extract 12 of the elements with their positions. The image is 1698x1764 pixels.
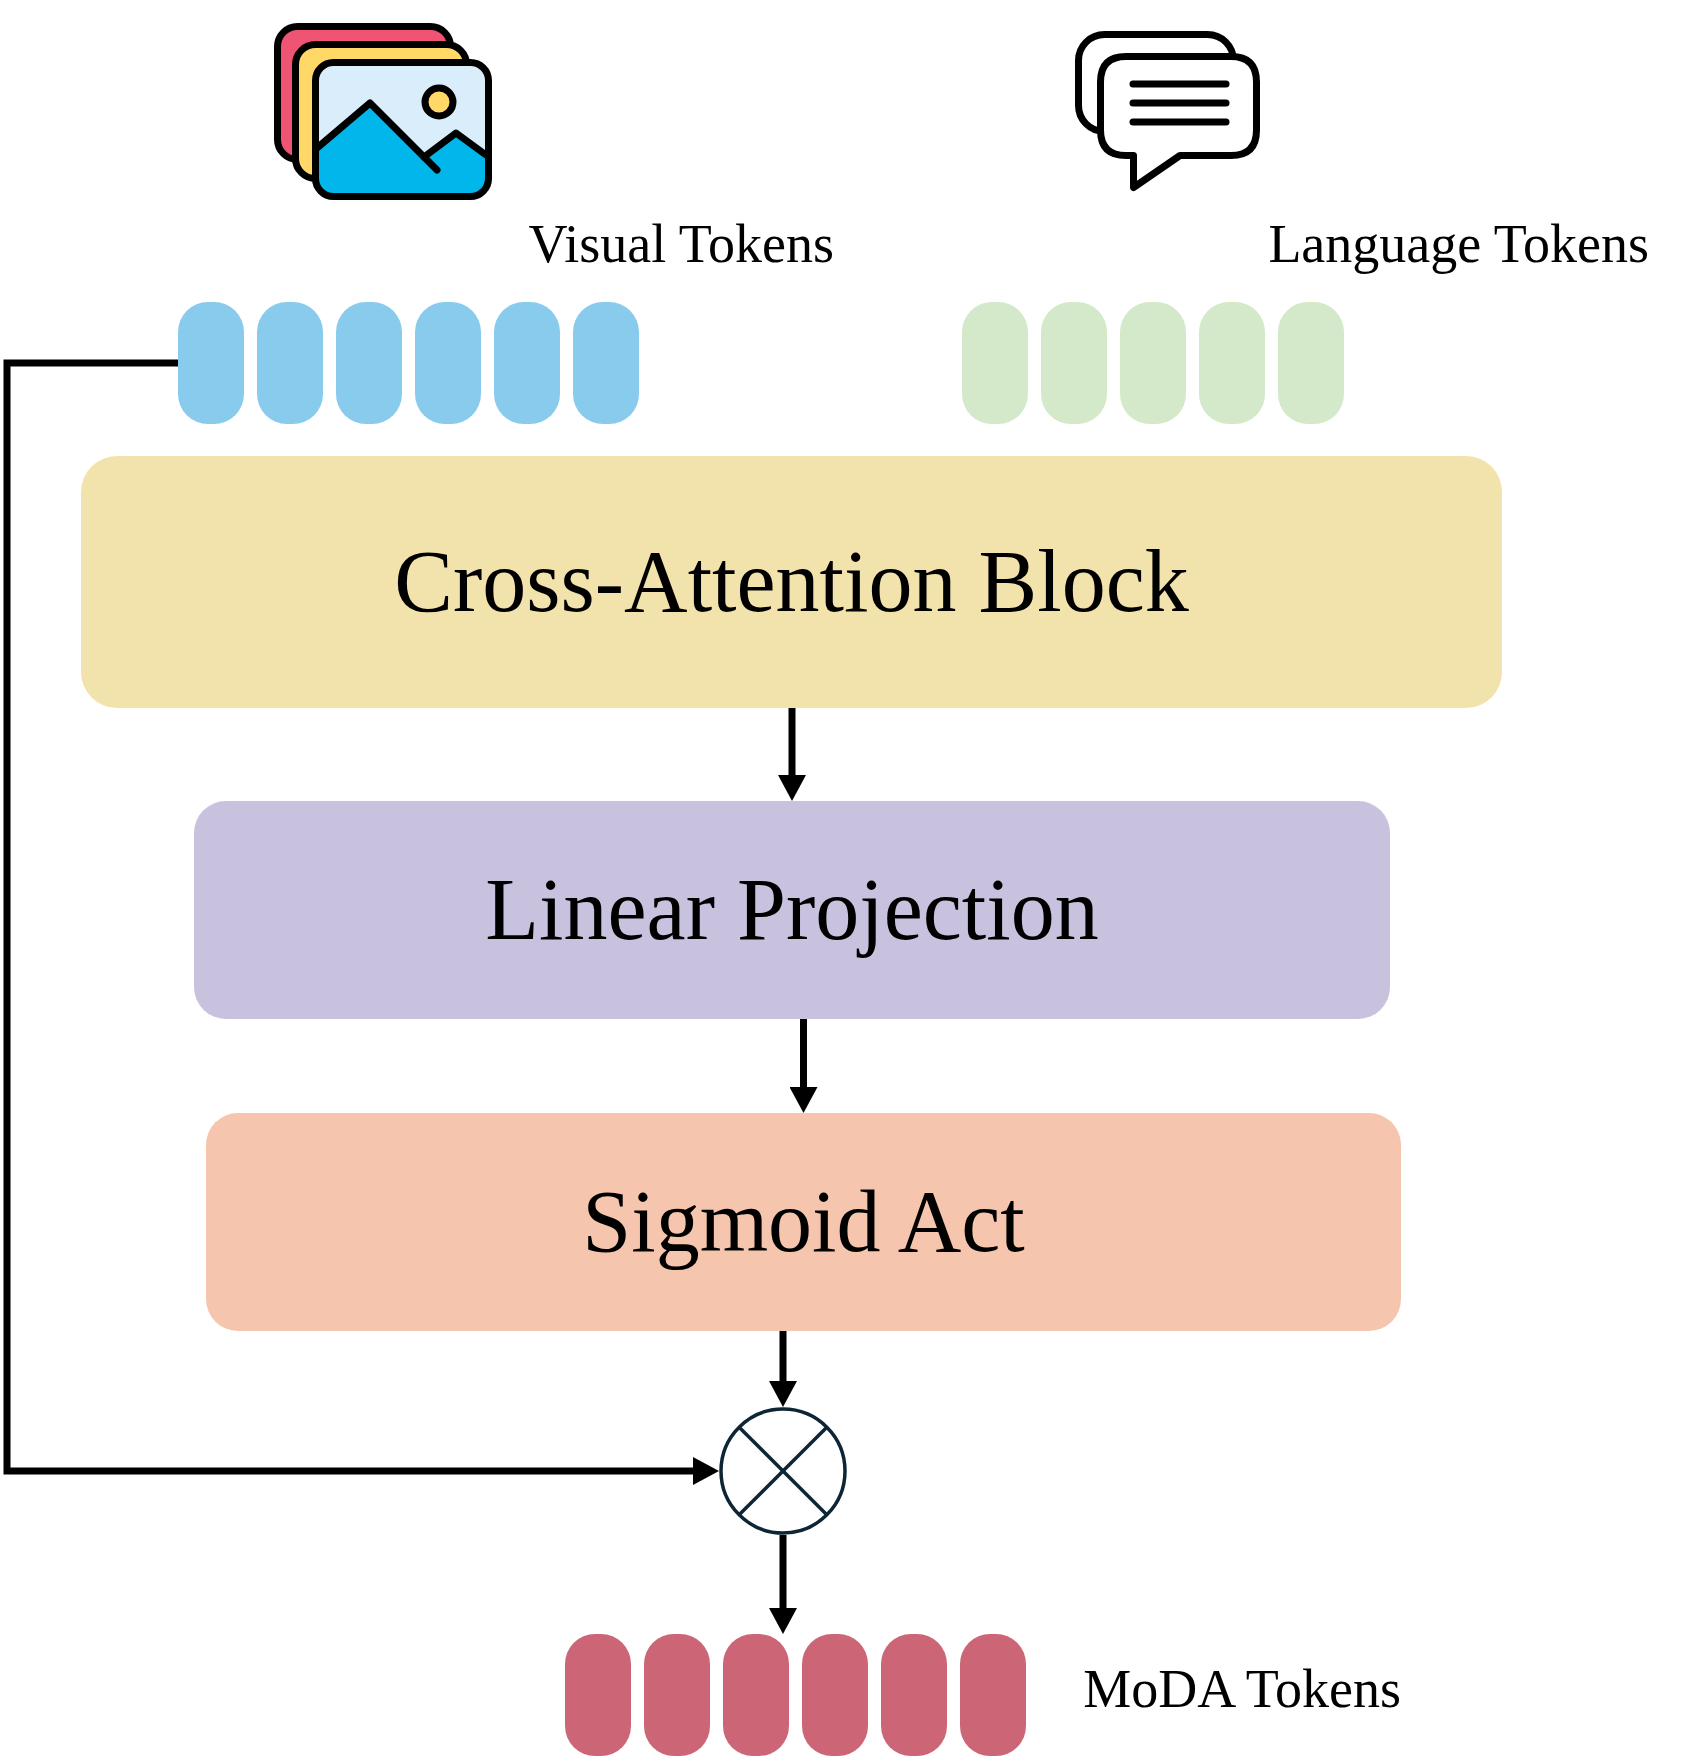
token-label: MoDA Tokens — [1083, 1662, 1401, 1716]
multiply-symbol — [719, 1407, 847, 1535]
arrow — [778, 708, 806, 801]
arrow — [3, 359, 719, 1485]
process-box — [206, 1113, 1401, 1331]
process-box — [194, 801, 1390, 1019]
token-label: Visual Tokens — [528, 217, 834, 271]
arrow — [769, 1535, 797, 1634]
process-box — [81, 456, 1502, 708]
block-title: Cross-Attention Block — [394, 538, 1189, 626]
arrow — [769, 1331, 797, 1407]
arrow — [789, 1019, 818, 1113]
